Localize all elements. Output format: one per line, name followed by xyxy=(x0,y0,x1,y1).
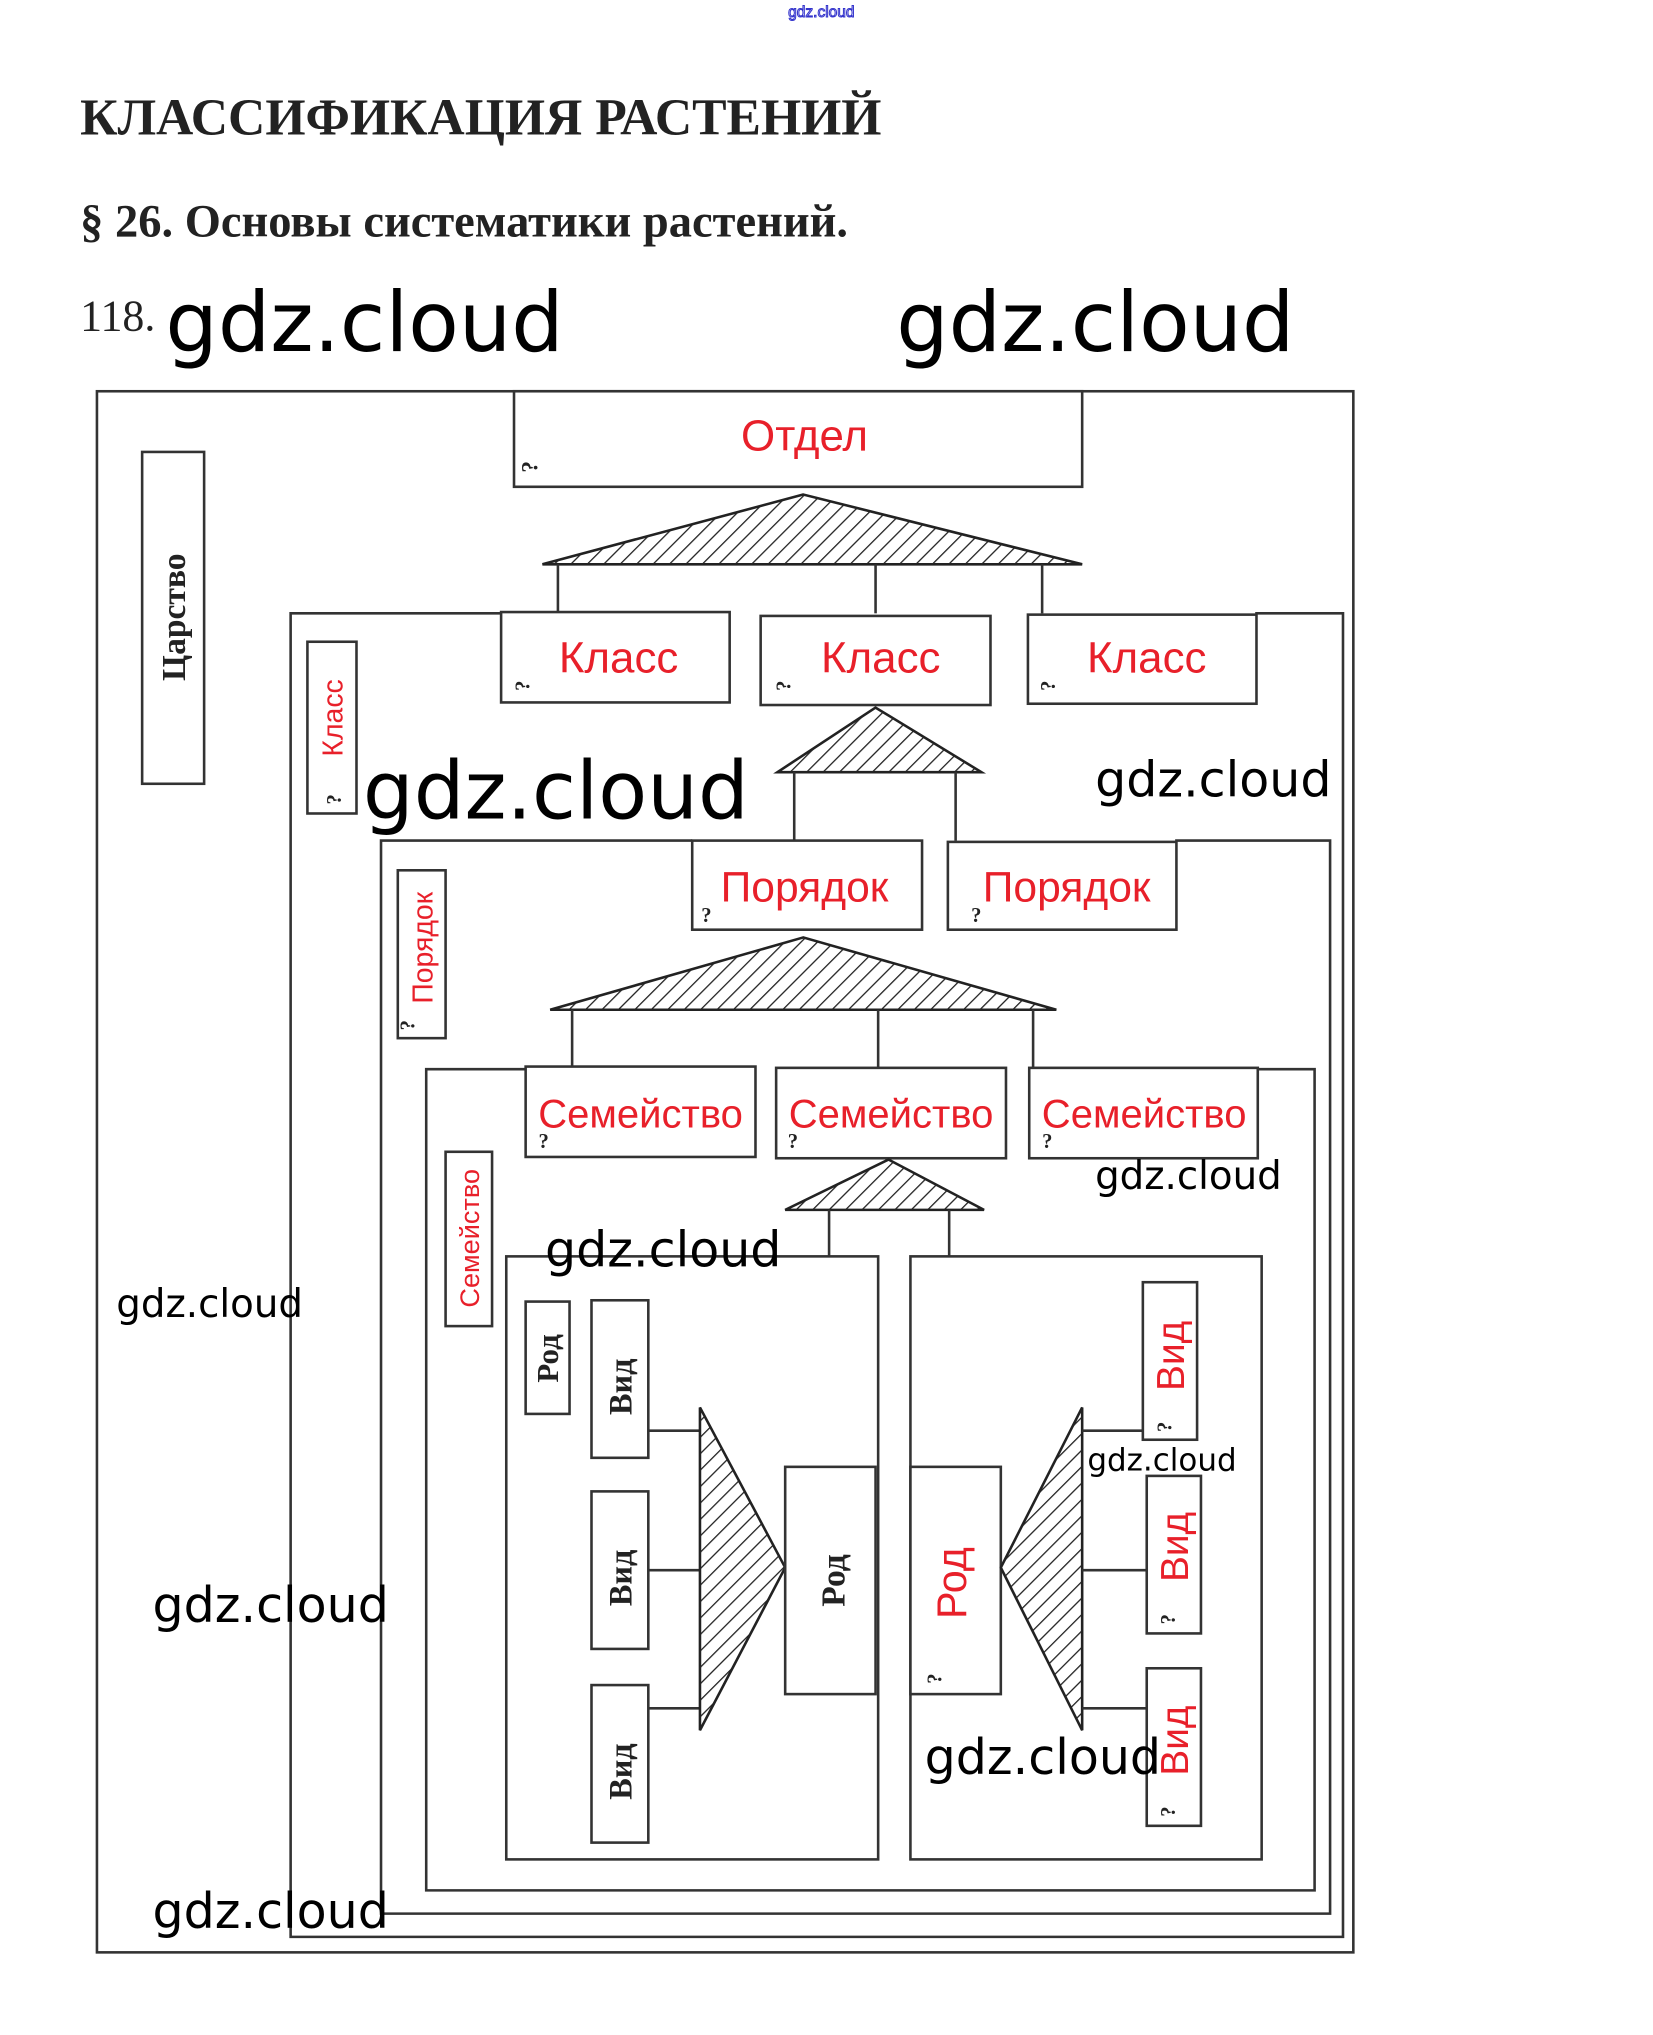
species-box-left-2: Вид xyxy=(590,1490,650,1651)
order-branch-triangle xyxy=(549,936,1057,1012)
class-branch-triangle xyxy=(773,706,987,774)
species-label: Вид xyxy=(603,1550,639,1606)
top-watermark: gdz.cloud xyxy=(788,4,854,21)
question-mark: ? xyxy=(924,1673,946,1683)
family-frame xyxy=(424,1067,1316,1892)
class-label: Класс xyxy=(821,634,940,683)
kingdom-side-box: Царство xyxy=(140,450,206,786)
family-label: Семейство xyxy=(538,1092,743,1136)
order-box-1[interactable]: Порядок ? xyxy=(690,839,924,931)
question-mark: ? xyxy=(1038,680,1060,690)
family-branch-triangle xyxy=(784,1158,985,1212)
chapter-title: КЛАССИФИКАЦИЯ РАСТЕНИЙ xyxy=(80,89,881,146)
watermark: gdz.cloud xyxy=(152,1882,388,1940)
question-mark: ? xyxy=(398,1020,420,1030)
question-mark: ? xyxy=(513,680,535,690)
question-mark: ? xyxy=(1158,1614,1180,1624)
question-mark: ? xyxy=(701,905,711,927)
genus-side-label: Род xyxy=(530,1334,565,1383)
watermark: gdz.cloud xyxy=(116,1282,303,1327)
species-label: Вид xyxy=(1154,1706,1197,1776)
family-box-1[interactable]: Семейство ? xyxy=(524,1065,757,1159)
question-mark: ? xyxy=(773,680,795,690)
watermark: gdz.cloud xyxy=(1095,751,1331,809)
kingdom-label: Царство xyxy=(156,553,193,681)
class-label: Класс xyxy=(1087,634,1206,683)
order-side-label: Порядок xyxy=(408,891,440,1003)
genus-left-branch-triangle xyxy=(698,1406,787,1731)
order-frame xyxy=(379,839,1332,1915)
genus-side-box: Род xyxy=(524,1300,571,1416)
family-side-box: Семейство xyxy=(444,1150,494,1328)
question-mark: ? xyxy=(788,1131,798,1153)
genus-label: Род xyxy=(929,1547,975,1619)
watermark: gdz.cloud xyxy=(165,275,563,371)
genus-box-left: Род xyxy=(783,1465,877,1696)
watermark: gdz.cloud xyxy=(1095,1154,1282,1199)
species-label: Вид xyxy=(1154,1512,1197,1582)
family-box-2[interactable]: Семейство ? xyxy=(774,1066,1008,1160)
watermark: gdz.cloud xyxy=(152,1576,388,1634)
question-mark: ? xyxy=(1154,1422,1176,1432)
question-mark: ? xyxy=(971,905,981,927)
question-mark: ? xyxy=(1042,1131,1052,1153)
watermark: gdz.cloud xyxy=(1087,1443,1236,1479)
genus-box-right[interactable]: Род ? xyxy=(909,1465,1003,1696)
question-mark: ? xyxy=(517,461,543,473)
watermark: gdz.cloud xyxy=(925,1728,1161,1786)
watermark: gdz.cloud xyxy=(545,1221,781,1279)
class-box-2[interactable]: Класс ? xyxy=(759,614,992,707)
species-label: Вид xyxy=(1150,1321,1193,1391)
question-mark: ? xyxy=(324,794,346,804)
order-side-box: Порядок ? xyxy=(396,869,447,1040)
class-frame xyxy=(289,612,1345,1939)
section-title: § 26. Основы систематики растений. xyxy=(80,196,848,247)
order-label: Порядок xyxy=(983,863,1151,911)
class-box-3[interactable]: Класс ? xyxy=(1026,613,1258,706)
genus-label: Род xyxy=(816,1554,853,1606)
family-side-label: Семейство xyxy=(454,1169,485,1308)
species-box-right-2[interactable]: Вид ? xyxy=(1145,1474,1203,1635)
division-branch-triangle xyxy=(542,493,1083,566)
question-mark: ? xyxy=(1158,1806,1180,1816)
division-label: Отдел xyxy=(741,412,868,461)
watermark: gdz.cloud xyxy=(363,745,749,838)
task-number: 118. xyxy=(80,293,155,341)
order-label: Порядок xyxy=(721,863,889,911)
watermark: gdz.cloud xyxy=(896,275,1294,371)
order-box-2[interactable]: Порядок ? xyxy=(946,840,1178,931)
species-label: Вид xyxy=(603,1359,639,1415)
class-side-label: Класс xyxy=(317,679,349,756)
class-label: Класс xyxy=(559,634,678,683)
division-box[interactable]: Отдел ? xyxy=(512,389,1084,489)
question-mark: ? xyxy=(539,1131,549,1153)
species-box-left-3: Вид xyxy=(590,1683,650,1844)
genus-frame-left xyxy=(504,1255,880,1861)
species-box-left-1: Вид xyxy=(590,1298,650,1460)
species-box-right-1[interactable]: Вид ? xyxy=(1141,1280,1199,1442)
genus-right-branch-triangle xyxy=(999,1406,1084,1731)
family-label: Семейство xyxy=(789,1092,994,1136)
class-side-box: Класс ? xyxy=(306,640,358,815)
species-box-right-3[interactable]: Вид ? xyxy=(1145,1666,1203,1828)
family-box-3[interactable]: Семейство ? xyxy=(1027,1066,1260,1160)
family-label: Семейство xyxy=(1042,1092,1247,1136)
species-label: Вид xyxy=(603,1743,639,1799)
class-box-1[interactable]: Класс ? xyxy=(499,610,731,704)
